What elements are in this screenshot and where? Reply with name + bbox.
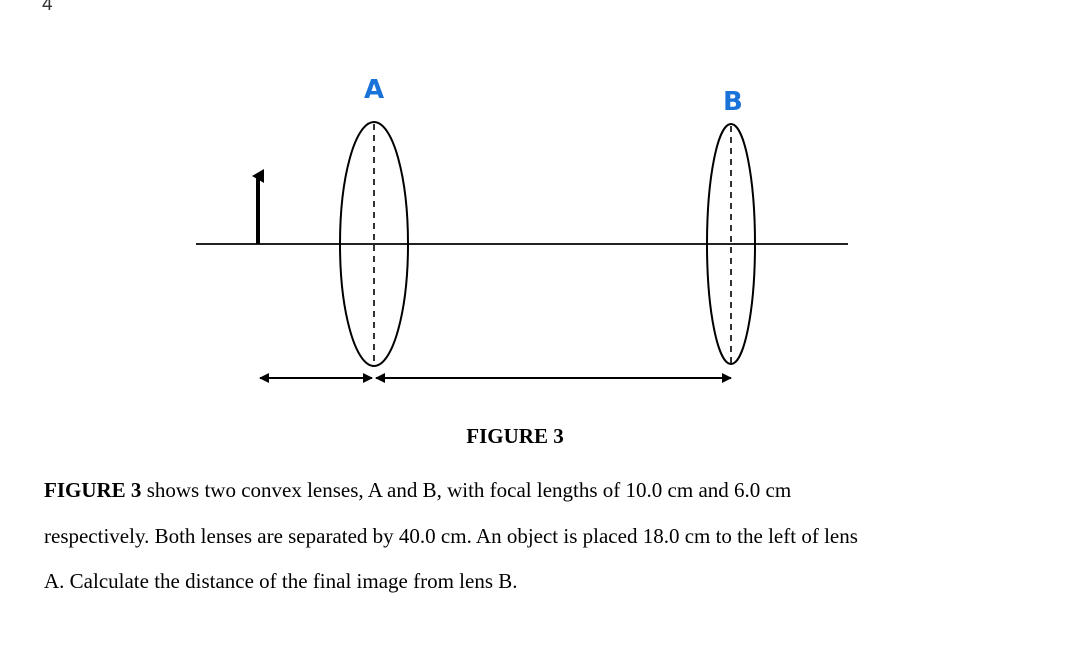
question-lead: FIGURE 3 — [44, 478, 142, 502]
lens-a — [339, 121, 409, 367]
figure-caption: FIGURE 3 — [466, 424, 564, 448]
lens-a-label: A — [364, 75, 384, 105]
lens-b — [706, 123, 756, 365]
question-text: FIGURE 3 shows two convex lenses, A and … — [44, 468, 864, 605]
page-number: 4 — [42, 0, 53, 15]
lens-b-label: B — [723, 87, 743, 117]
question-body: shows two convex lenses, A and B, with f… — [44, 478, 858, 593]
